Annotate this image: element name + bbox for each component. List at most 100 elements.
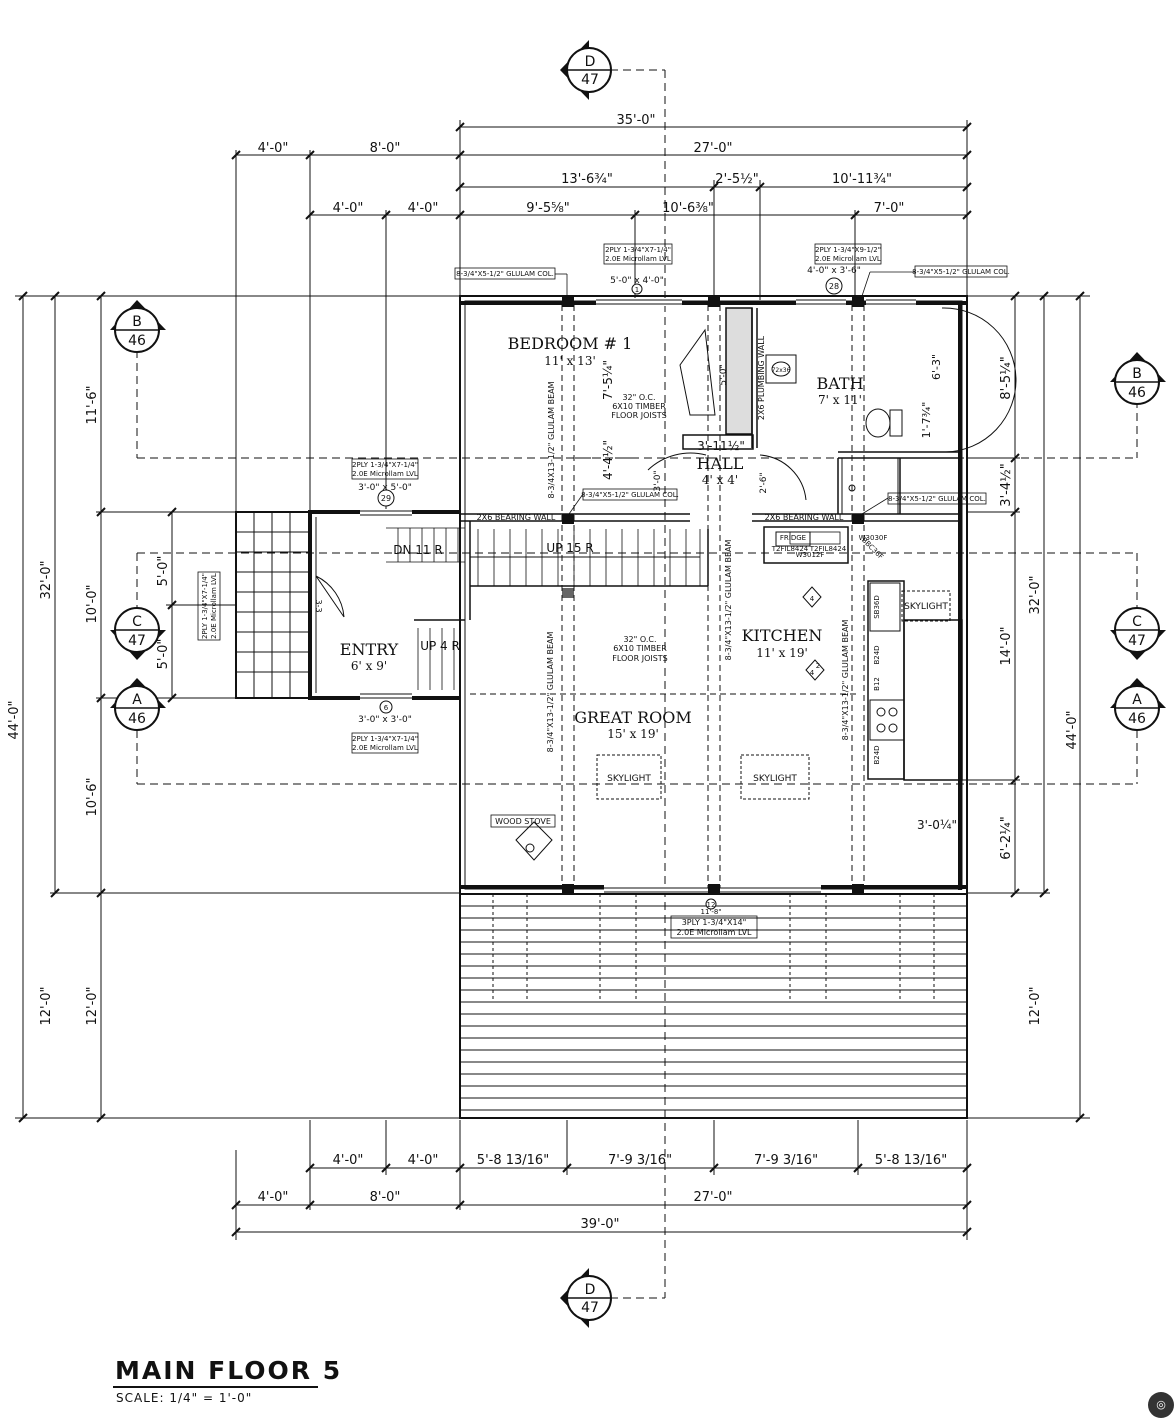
note-window-2: 4'-0" x 3'-6" [807, 266, 861, 276]
sink-icon [765, 354, 797, 384]
room-kitchen-name: KITCHEN [742, 626, 823, 645]
room-bedroom-size: 11' x 13' [544, 354, 596, 368]
note-skylight-2: SKYLIGHT [753, 774, 797, 784]
marker-d-top-sheet: 47 [581, 72, 599, 88]
left-dimension-labels: 44'-0" 32'-0" 11'-6" 10'-0" 10'-6" 12'-0… [7, 385, 171, 1025]
sink-kitchen-icon [869, 582, 901, 632]
section-marker-d-top [560, 40, 612, 100]
skylights [596, 754, 810, 800]
note-dim-3-0-1-4: 3'-0¼" [917, 818, 957, 832]
note-stairs-dn: DN 11 R [393, 543, 442, 557]
room-great-room-size: 15' x 19' [607, 727, 659, 741]
note-stairs-up4: UP 4 R [420, 639, 460, 653]
dim-top-4e: 7'-0" [874, 201, 905, 216]
note-glulam-col-4: 8-3/4"X5-1/2" GLULAM COL. [888, 495, 986, 503]
dim-left-inner-c: 10'-6" [85, 777, 100, 816]
note-cab-7: B24D [873, 745, 881, 764]
dim-bot-2c: 27'-0" [693, 1190, 732, 1205]
top-dimensions [231, 120, 972, 512]
note-lvl-5b: 2.0E Microllam LVL [352, 744, 418, 752]
note-cab-6: B24D [873, 645, 881, 664]
drawing-scale: SCALE: 1/4" = 1'-0" [116, 1391, 253, 1405]
note-glulam-col-1: 8-3/4"X5-1/2" GLULAM COL. [456, 270, 554, 278]
stair-treads-up4 [417, 628, 455, 690]
section-marker-a-right [1110, 678, 1166, 731]
note-window-4: 3'-0" x 3'-0" [358, 715, 412, 725]
dim-bot-2a: 4'-0" [258, 1190, 289, 1205]
note-marker-4a: 4 [810, 595, 815, 603]
dim-bot-2b: 8'-0" [370, 1190, 401, 1205]
dim-left-inner2: 12'-0" [39, 986, 54, 1025]
dim-overall-bottom: 39'-0" [580, 1217, 619, 1232]
note-tag-28: 28 [829, 282, 839, 291]
dim-right-c: 14'-0" [999, 626, 1014, 665]
marker-b-right-sheet: 46 [1128, 385, 1146, 401]
small-markers [377, 277, 843, 910]
note-cab-2: T2FIL8424 [809, 545, 847, 553]
note-tag-29: 29 [381, 494, 391, 503]
bottom-dimension-labels: 4'-0" 4'-0" 5'-8 13/16" 7'-9 3/16" 7'-9 … [258, 1153, 948, 1232]
note-lvl-1b: 2.0E Microllam LVL [605, 255, 671, 263]
section-marker-a-left [110, 678, 166, 731]
note-joists-upper-1: 32" O.C. [622, 393, 655, 402]
dim-bot-1b: 4'-0" [408, 1153, 439, 1168]
section-marker-d-bottom [560, 1268, 612, 1328]
note-tub: 72x36 [772, 367, 791, 374]
right-dimensions [910, 291, 1090, 1123]
room-bath-size: 7' x 11' [818, 393, 862, 407]
glulam-columns [562, 297, 864, 894]
marker-a-right-sheet: 46 [1128, 711, 1146, 727]
marker-d-bot-sheet: 47 [581, 1300, 599, 1316]
note-glulam-beam-b: 8-3/4"X13-1/2" GLULAM BEAM [546, 632, 555, 753]
dim-right-outer: 44'-0" [1065, 710, 1080, 749]
dim-right-a: 8'-5¼" [999, 356, 1014, 399]
note-stairs-up15: UP 15 R [546, 541, 593, 555]
section-marker-b-right [1110, 352, 1166, 405]
note-entry-dim: 3-3 [314, 599, 323, 612]
note-skylight-3: SKYLIGHT [904, 602, 948, 612]
section-marker-c-left [110, 607, 166, 660]
stairs [386, 527, 701, 690]
note-marker-4b: 4 [810, 669, 815, 677]
marker-a-right-letter: A [1132, 692, 1142, 708]
stair-treads-up15 [470, 529, 701, 586]
note-lvl-5a: 2PLY 1-3/4"X7-1/4" [352, 735, 418, 743]
section-cut-lines [136, 69, 1138, 1299]
note-joists-lower-2: 6X10 TIMBER [613, 644, 667, 653]
note-glulam-col-3: 8-3/4"X5-1/2" GLULAM COL. [581, 491, 679, 499]
bottom-dimensions [231, 1120, 972, 1240]
note-cab-8: B12 [873, 677, 881, 691]
section-marker-c-right [1110, 607, 1166, 660]
room-hall-size: 4' x 4' [702, 473, 738, 487]
note-bearing-wall-2: 2X6 BEARING WALL [765, 513, 844, 522]
note-lvl-4b: 2.0E Microllam LVL [210, 573, 218, 639]
section-marker-labels: D 47 D 47 B 46 B 46 C 47 C 47 A 46 A 46 [128, 54, 1146, 1316]
note-glulam-beam-a: 8-3/4X13-1/2" GLULAM BEAM [547, 381, 556, 498]
interior-walls [414, 307, 963, 781]
left-dimensions [15, 291, 460, 1123]
room-labels: BEDROOM # 1 11' x 13' BATH 7' x 11' HALL… [340, 334, 864, 741]
corner-logo-icon: ◎ [1148, 1392, 1174, 1418]
room-bath-name: BATH [816, 374, 863, 393]
marker-b-right-letter: B [1132, 366, 1142, 382]
dim-top-4a: 4'-0" [333, 201, 364, 216]
dim-right-d: 6'-2¼" [999, 816, 1014, 859]
marker-b-left-letter: B [132, 314, 142, 330]
note-lvl-4a: 2PLY 1-3/4"X7-1/4" [201, 573, 209, 639]
rear-deck [459, 893, 968, 1119]
wood-stove [515, 821, 553, 861]
note-plumbing-wall: 2X6 PLUMBING WALL [757, 335, 766, 420]
note-door-width: 11'-8" [700, 908, 721, 916]
dim-entry-a: 5'-0" [156, 556, 171, 587]
note-marker-2: 2 [816, 662, 820, 670]
note-window-3: 3'-0" x 5'-0" [358, 483, 412, 493]
dim-top-4b: 4'-0" [408, 201, 439, 216]
dim-top-2b: 8'-0" [370, 141, 401, 156]
dim-right-lower: 12'-0" [1028, 986, 1043, 1025]
note-bearing-wall-1: 2X6 BEARING WALL [477, 513, 556, 522]
dim-top-4d: 10'-6⅜" [662, 201, 714, 216]
drawing-title: MAIN FLOOR 5 [115, 1356, 343, 1385]
note-lvl-3a: 2PLY 1-3/4"X7-1/4" [352, 461, 418, 469]
dim-top-4c: 9'-5⅝" [526, 201, 569, 216]
